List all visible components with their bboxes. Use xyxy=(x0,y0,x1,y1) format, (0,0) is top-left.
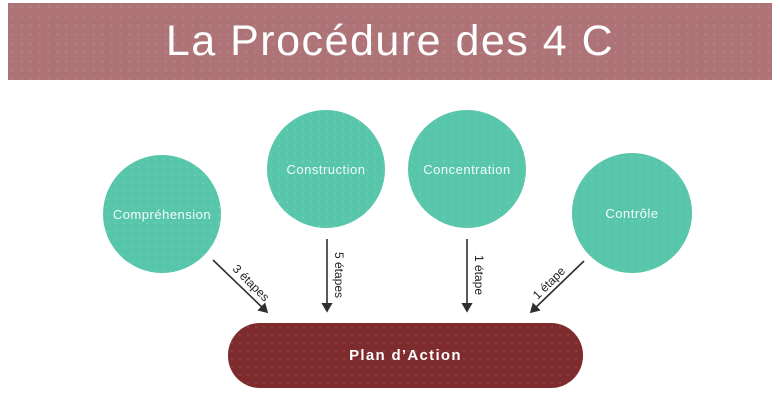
page-title: La Procédure des 4 C xyxy=(165,17,615,65)
plan-action-label: Plan d’Action xyxy=(349,347,462,364)
arrow-label-5-etapes: 5 étapes xyxy=(332,251,346,299)
arrow-label-3-etapes: 3 étapes xyxy=(229,261,273,305)
circle-construction-label: Construction xyxy=(286,161,366,177)
circle-comprehension: Compréhension xyxy=(103,155,221,273)
circle-concentration: Concentration xyxy=(408,110,526,228)
arrow-label-1-etape-controle: 1 étape xyxy=(529,263,569,303)
circle-comprehension-label: Compréhension xyxy=(112,206,212,222)
plan-action-box: Plan d’Action xyxy=(228,323,583,388)
circle-controle-label: Contrôle xyxy=(605,205,659,221)
arrow-label-1-etape-concentration: 1 étape xyxy=(472,254,486,296)
circle-concentration-label: Concentration xyxy=(423,161,511,177)
title-banner: La Procédure des 4 C xyxy=(8,3,772,80)
circle-construction: Construction xyxy=(267,110,385,228)
circle-controle: Contrôle xyxy=(572,153,692,273)
